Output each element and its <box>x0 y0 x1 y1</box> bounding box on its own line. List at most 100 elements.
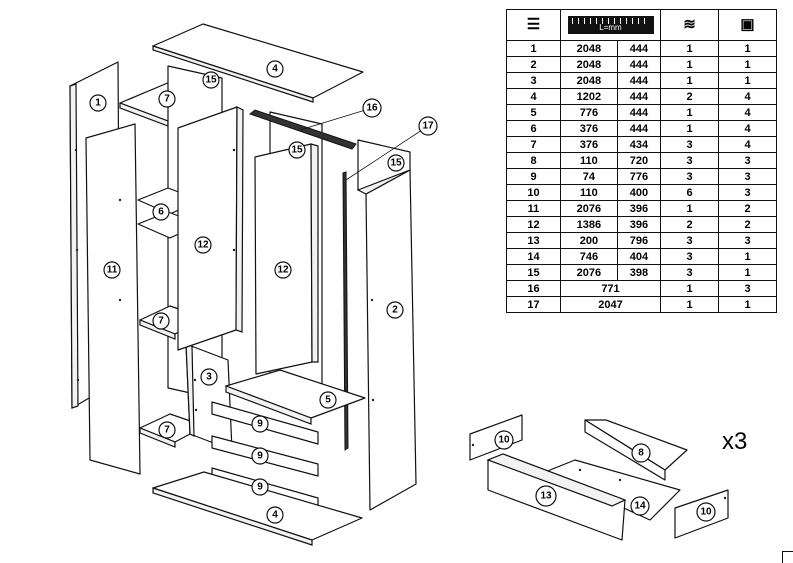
svg-text:15: 15 <box>205 75 217 86</box>
table-cell: 3 <box>660 136 719 153</box>
table-cell: 3 <box>506 72 561 89</box>
table-cell: 6 <box>660 184 719 201</box>
svg-text:10: 10 <box>700 507 712 518</box>
table-cell: 9 <box>506 168 561 185</box>
table-cell: 444 <box>616 104 662 121</box>
table-cell: 74 <box>560 168 618 185</box>
table-cell: 796 <box>616 232 662 249</box>
svg-text:12: 12 <box>197 240 209 251</box>
callout-15-middle: 15 <box>288 141 306 159</box>
page-corner-mark <box>782 551 793 563</box>
table-cell: 1 <box>718 264 777 281</box>
dimension-unit-label: L=mm <box>567 16 654 34</box>
svg-text:15: 15 <box>390 158 402 169</box>
svg-text:7: 7 <box>158 316 164 327</box>
callout-1: 1 <box>89 94 107 112</box>
callout-12-right: 12 <box>274 261 292 279</box>
table-cell: 1 <box>660 200 719 217</box>
table-cell: 776 <box>616 168 662 185</box>
table-cell: 444 <box>616 56 662 73</box>
table-cell: 4 <box>718 120 777 137</box>
table-cell: 1386 <box>560 216 618 233</box>
leader-17 <box>345 125 429 181</box>
parts-table-header: ☰ L=mm ≋ ▣ <box>506 9 777 41</box>
table-cell: 7 <box>506 136 561 153</box>
table-cell: 444 <box>616 72 662 89</box>
table-cell: 3 <box>718 280 777 297</box>
svg-text:6: 6 <box>158 207 164 218</box>
table-cell: 3 <box>660 152 719 169</box>
callout-8: 8 <box>631 443 651 463</box>
svg-text:2: 2 <box>392 305 398 316</box>
table-cell: 1 <box>718 248 777 265</box>
table-cell: 4 <box>718 88 777 105</box>
svg-text:11: 11 <box>107 265 118 276</box>
table-cell: 2076 <box>560 264 618 281</box>
callout-10-right: 10 <box>696 502 716 522</box>
numbered-list-icon: ☰ <box>506 9 561 41</box>
svg-text:15: 15 <box>291 145 303 156</box>
svg-text:9: 9 <box>257 419 263 430</box>
table-cell: 13 <box>506 232 561 249</box>
screw-holes <box>74 148 727 500</box>
leader-16 <box>299 107 373 131</box>
table-cell: 11 <box>506 200 561 217</box>
svg-text:16: 16 <box>366 103 378 114</box>
callout-15-top: 15 <box>202 71 220 89</box>
table-cell: 434 <box>616 136 662 153</box>
table-cell: 398 <box>616 264 662 281</box>
svg-text:14: 14 <box>634 501 646 512</box>
callout-7-bottom: 7 <box>158 421 176 439</box>
table-cell: 2076 <box>560 200 618 217</box>
table-cell: 776 <box>560 104 618 121</box>
table-cell: 4 <box>506 88 561 105</box>
part-5-edge <box>225 385 312 425</box>
table-cell: 15 <box>506 264 561 281</box>
ruler-icon: L=mm <box>560 9 661 41</box>
svg-text:9: 9 <box>257 482 263 493</box>
callout-5: 5 <box>319 391 337 409</box>
part-12-door-left <box>177 106 238 351</box>
part-12-left-edge <box>235 106 244 333</box>
table-cell: 8 <box>506 152 561 169</box>
table-cell: 1 <box>660 120 719 137</box>
table-cell: 3 <box>718 152 777 169</box>
part-11-left-door <box>85 123 141 475</box>
part-2-right-side-panel <box>365 169 417 511</box>
table-cell: 1 <box>506 40 561 57</box>
callout-14: 14 <box>630 496 650 516</box>
table-cell: 1 <box>660 104 719 121</box>
callout-7-top: 7 <box>158 90 176 108</box>
svg-text:17: 17 <box>422 121 434 132</box>
table-cell: 3 <box>660 168 719 185</box>
table-cell: 1 <box>660 40 719 57</box>
svg-text:9: 9 <box>257 451 263 462</box>
table-cell: 3 <box>718 232 777 249</box>
svg-text:13: 13 <box>540 491 552 502</box>
table-cell: 3 <box>660 264 719 281</box>
callout-10-left: 10 <box>494 430 514 450</box>
table-cell: 1 <box>660 72 719 89</box>
callout-6: 6 <box>152 203 170 221</box>
svg-text:10: 10 <box>498 435 510 446</box>
table-cell: 3 <box>660 248 719 265</box>
table-cell: 3 <box>718 184 777 201</box>
part-4-bottom-edge <box>152 487 313 546</box>
table-cell: 2048 <box>560 56 618 73</box>
table-cell: 6 <box>506 120 561 137</box>
part-4-top-edge <box>152 45 314 103</box>
